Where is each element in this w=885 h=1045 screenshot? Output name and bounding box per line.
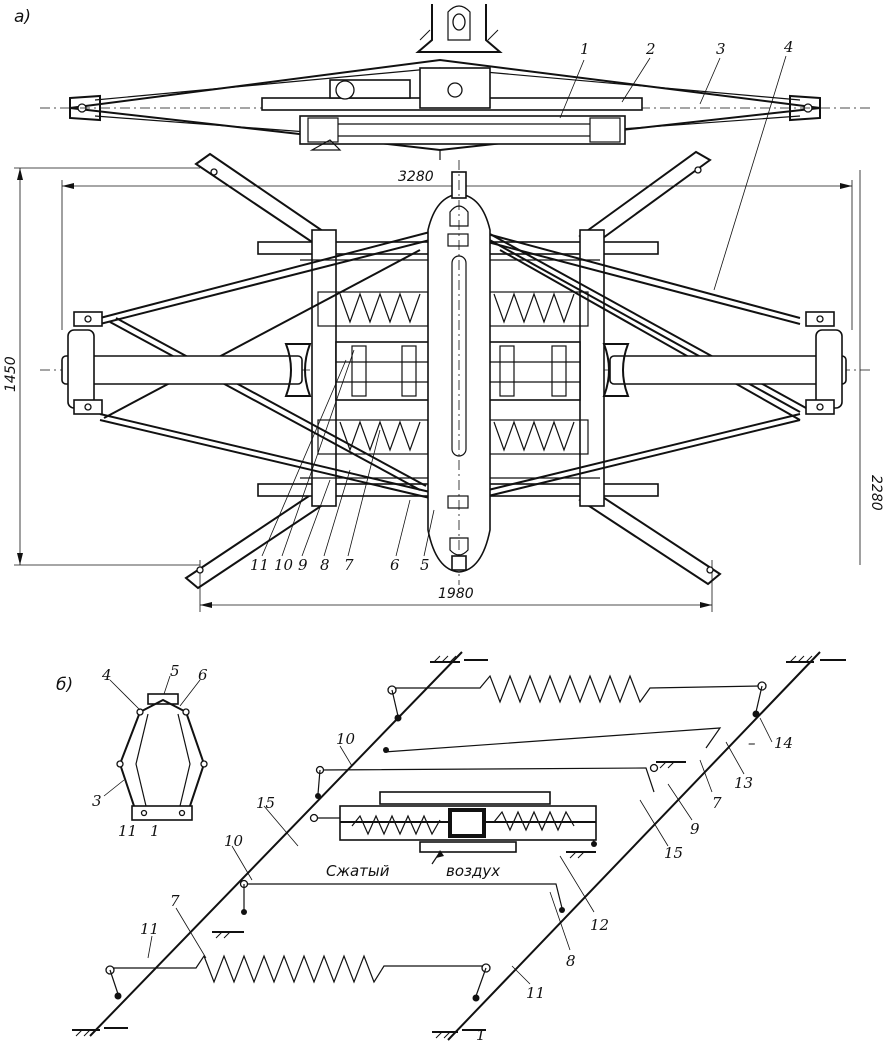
side-right-clevis [789, 94, 821, 122]
callouts-b: 1 7 7 8 9 10 10 11 11 12 13 14 15 15 – [140, 730, 793, 1044]
callout-a-2: 2 [645, 40, 656, 58]
callout-b-11-right: 11 [526, 984, 545, 1002]
right-side-rail [579, 229, 605, 507]
callout-b-small-5: 5 [170, 662, 180, 680]
callout-b-11-left: 11 [140, 920, 159, 938]
plan-view: 3280 1450 2280 1980 [3, 38, 884, 612]
callout-a-5: 5 [420, 556, 430, 574]
dim-1980: 1980 [438, 586, 474, 602]
callout-a-6: 6 [390, 556, 400, 574]
callout-b-small-4: 4 [101, 666, 112, 684]
x-bars [99, 231, 807, 499]
callout-b-15-left: 15 [256, 794, 275, 812]
spring-top [392, 674, 761, 704]
spring-bottom [110, 954, 486, 984]
side-cylinder-box [299, 115, 626, 145]
callout-b-15-right: 15 [664, 844, 683, 862]
callout-b-small-6: 6 [198, 666, 208, 684]
callout-a-4: 4 [783, 38, 794, 56]
air-label-left: Сжатый [326, 862, 390, 880]
dim-2280: 2280 [868, 475, 884, 511]
left-side-rail [311, 229, 337, 507]
kinematic-scheme: Сжатый воздух 1 7 [72, 651, 846, 1044]
callout-b-13: 13 [734, 774, 753, 792]
top-bracket-hole [452, 13, 466, 31]
top-bracket-eye [447, 5, 471, 41]
supports [72, 655, 846, 1039]
callout-b-1: 1 [476, 1026, 486, 1044]
side-left-clevis [69, 94, 101, 122]
callout-a-7: 7 [344, 556, 354, 574]
callout-a-9: 9 [298, 556, 308, 574]
callout-b-small-3: 3 [92, 792, 102, 810]
callout-b-10-lower: 10 [224, 832, 244, 850]
dim-3280: 3280 [398, 169, 434, 185]
part-b-label: б) [56, 675, 73, 695]
small-schematic: 1 3 4 5 6 11 [92, 662, 208, 840]
callout-a-8: 8 [320, 556, 330, 574]
right-axle [602, 311, 847, 415]
callout-b-9: 9 [690, 820, 700, 838]
callouts-a: 1 2 3 4 5 6 7 8 9 10 11 [250, 38, 794, 574]
leaders-b [147, 717, 773, 985]
callout-a-1: 1 [580, 40, 590, 58]
air-label-right: воздух [446, 862, 500, 880]
callout-a-3: 3 [716, 40, 726, 58]
minus-mark: – [748, 734, 756, 752]
callout-b-7-lower: 7 [170, 892, 180, 910]
callout-b-10-upper: 10 [336, 730, 356, 748]
part-b: б) 1 3 4 5 6 11 [56, 651, 846, 1044]
callout-b-8: 8 [566, 952, 576, 970]
left-axle [61, 311, 312, 415]
central-beam [427, 160, 491, 585]
callout-b-small-11: 11 [118, 822, 137, 840]
leaders-a [261, 55, 787, 557]
part-a-label: а) [14, 7, 31, 27]
air-cylinder [339, 791, 597, 853]
dim-1450: 1450 [3, 356, 19, 392]
callout-b-7-upper: 7 [712, 794, 722, 812]
top-bracket [415, 4, 503, 53]
callout-a-10: 10 [274, 556, 294, 574]
part-a: а) [3, 4, 884, 612]
callout-b-12: 12 [590, 916, 609, 934]
side-view [40, 4, 870, 160]
callout-b-small-1: 1 [150, 822, 160, 840]
callout-a-11: 11 [250, 556, 269, 574]
callout-b-14: 14 [774, 734, 793, 752]
